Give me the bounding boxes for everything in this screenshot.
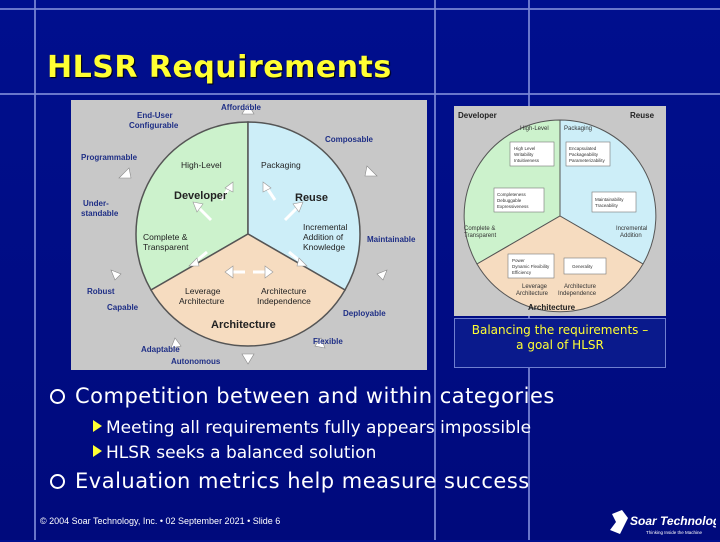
small-generality: Generality: [572, 264, 593, 269]
sub-bullet-2: HLSR seeks a balanced solution: [93, 443, 376, 463]
leverage-label-1: Leverage: [185, 286, 221, 296]
small-dev-box-2: Writability: [514, 152, 534, 157]
leverage-label-2: Architecture: [179, 296, 225, 306]
small-independence-1: Architecture: [564, 284, 597, 290]
complete-label-2: Transparent: [143, 242, 189, 252]
incremental-label-1: Incremental: [303, 222, 348, 232]
complete-label-1: Complete &: [143, 232, 188, 242]
caption-line-2: a goal of HLSR: [516, 338, 604, 352]
small-architecture-label: Architecture: [528, 303, 576, 312]
independence-label-2: Independence: [257, 296, 311, 306]
logo-tagline: Thinking Inside the Machine: [646, 530, 703, 535]
bullet-2-text: Evaluation metrics help measure success: [75, 469, 530, 493]
small-reuse-label: Reuse: [630, 111, 655, 120]
small-reuse-box2-2: Traceability: [595, 203, 619, 208]
small-developer-label: Developer: [458, 111, 497, 120]
logo-mark-icon: [610, 510, 628, 534]
small-complete-2: Transparent: [464, 233, 496, 239]
small-independence-2: Independence: [558, 291, 597, 297]
small-architecture-sector: [476, 215, 644, 313]
small-arch-box-3: Efficiency: [512, 270, 532, 275]
understandable-label-2: standable: [81, 209, 119, 218]
small-dev-box2-2: Debuggable: [497, 198, 522, 203]
small-dev-box-1: High Level: [514, 146, 535, 151]
balance-diagram: Developer Reuse Architecture High-Level …: [454, 106, 666, 316]
incremental-label-2: Addition of: [303, 232, 344, 242]
architecture-label: Architecture: [211, 319, 276, 331]
soar-technology-logo: Soar Technology Thinking Inside the Mach…: [606, 508, 720, 538]
high-level-label: High-Level: [181, 160, 222, 170]
small-boxes: [493, 141, 637, 279]
composable-label: Composable: [325, 135, 374, 144]
sub-bullet-1-text: Meeting all requirements fully appears i…: [106, 418, 532, 438]
small-incremental-1: Incremental: [616, 226, 647, 232]
programmable-label: Programmable: [81, 153, 138, 162]
maintainable-label: Maintainable: [367, 235, 416, 244]
frame-line-mid: [434, 0, 436, 540]
flexible-label: Flexible: [313, 337, 343, 346]
small-arch-box-2: Dynamic Flexibility: [512, 264, 550, 269]
packaging-label: Packaging: [261, 160, 301, 170]
balance-diagram-svg: Developer Reuse Architecture High-Level …: [458, 111, 657, 313]
requirements-diagram-svg: Developer Reuse Architecture High-Level …: [81, 103, 416, 366]
small-high-level-label: High-Level: [520, 126, 549, 132]
developer-sector: [135, 121, 249, 292]
sub-bullet-2-text: HLSR seeks a balanced solution: [106, 443, 377, 463]
incremental-label-3: Knowledge: [303, 242, 345, 252]
small-reuse-box2-1: Maintainability: [595, 197, 624, 202]
small-reuse-box-1: Encapsulated: [569, 146, 597, 151]
autonomous-label: Autonomous: [171, 357, 221, 366]
independence-label-1: Architecture: [261, 286, 307, 296]
frame-line-left: [34, 0, 36, 540]
logo-text: Soar Technology: [630, 514, 716, 528]
small-packaging-label: Packaging: [564, 126, 592, 132]
reuse-label: Reuse: [295, 192, 328, 204]
affordable-label: Affordable: [221, 103, 262, 112]
small-reuse-box-2: Packageability: [569, 152, 599, 157]
ring-bullet-icon: [50, 474, 65, 489]
ring-bullet-icon: [50, 389, 65, 404]
triangle-bullet-icon: [93, 420, 102, 432]
deployable-label: Deployable: [343, 309, 386, 318]
small-reuse-box-3: Parameterizability: [569, 158, 606, 163]
requirements-diagram: Developer Reuse Architecture High-Level …: [71, 100, 427, 370]
understandable-label-1: Under-: [83, 199, 109, 208]
caption-line-1: Balancing the requirements –: [471, 323, 649, 337]
enduser-label-1: End-User: [137, 111, 173, 120]
small-leverage-1: Leverage: [522, 284, 548, 290]
small-dev-box2-3: Expressiveness: [497, 204, 529, 209]
arrow-heads: [188, 181, 308, 279]
small-dev-box2-1: Completeness: [497, 192, 527, 197]
enduser-label-2: Configurable: [129, 121, 179, 130]
bullet-1-text: Competition between and within categorie…: [75, 384, 555, 408]
slide-footer: © 2004 Soar Technology, Inc. • 02 Septem…: [40, 516, 281, 526]
adaptable-label: Adaptable: [141, 345, 180, 354]
bullet-1: Competition between and within categorie…: [50, 384, 555, 408]
tension-arrows: [194, 187, 302, 274]
sub-bullet-1: Meeting all requirements fully appears i…: [93, 418, 531, 438]
outer-arrows: [110, 103, 388, 365]
robust-label: Robust: [87, 287, 115, 296]
small-leverage-2: Architecture: [516, 291, 549, 297]
small-dev-box-3: Intuitiveness: [514, 158, 540, 163]
figure-caption: Balancing the requirements – a goal of H…: [454, 318, 666, 368]
small-incremental-2: Addition: [620, 233, 642, 239]
frame-line-bottom: [0, 93, 720, 95]
developer-label: Developer: [174, 190, 228, 202]
frame-line-top: [0, 8, 720, 10]
small-arch-box-1: Power: [512, 258, 525, 263]
small-complete-1: Complete &: [464, 226, 495, 232]
capable-label: Capable: [107, 303, 139, 312]
architecture-sector: [149, 233, 347, 347]
reuse-sector: [247, 121, 361, 292]
triangle-bullet-icon: [93, 445, 102, 457]
slide-title: HLSR Requirements: [47, 50, 392, 85]
bullet-2: Evaluation metrics help measure success: [50, 469, 530, 493]
